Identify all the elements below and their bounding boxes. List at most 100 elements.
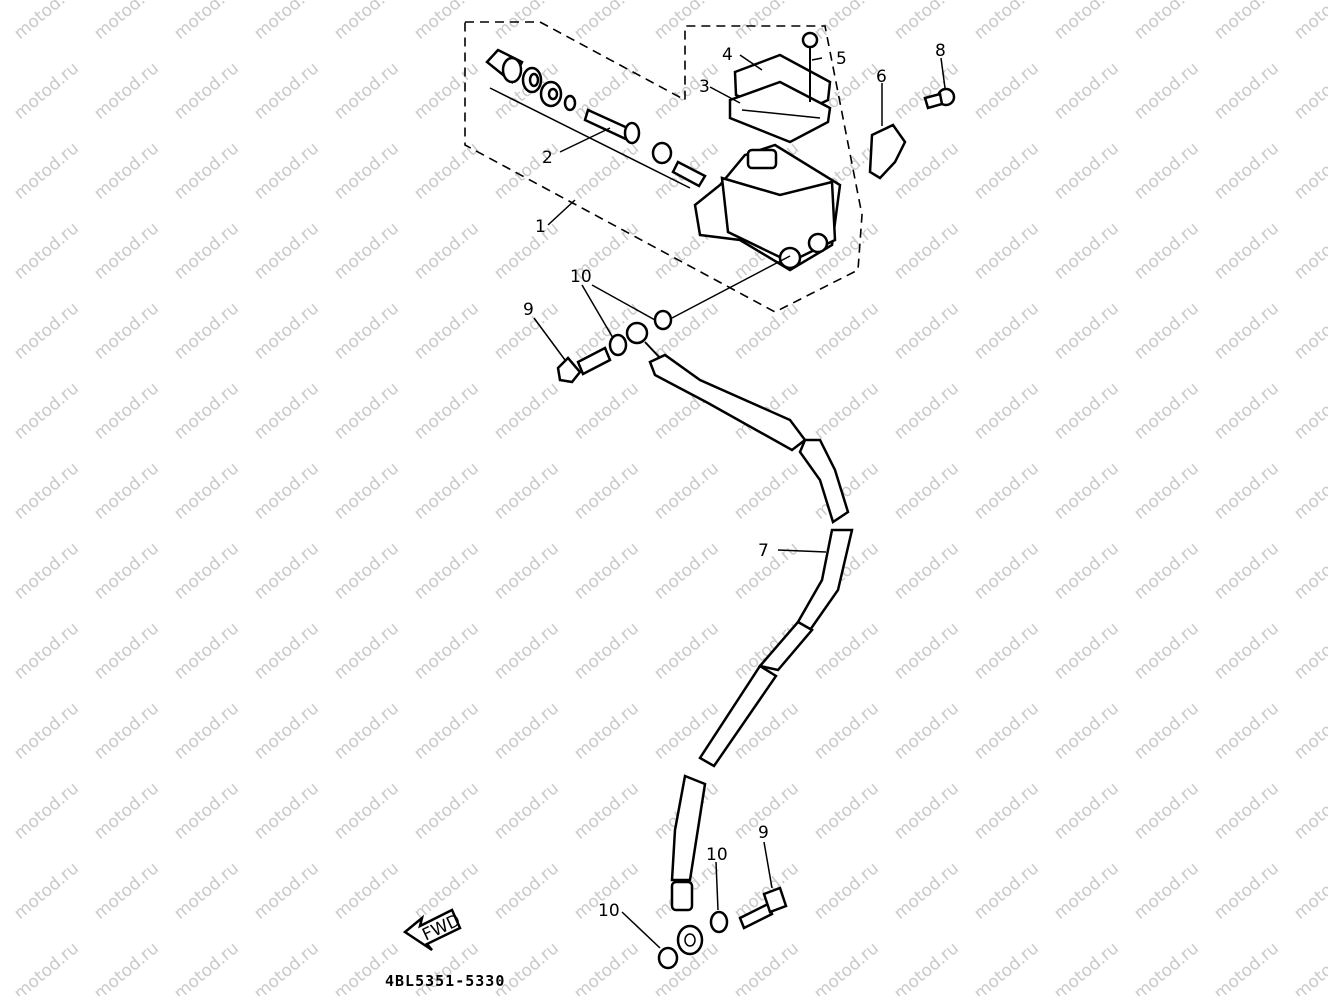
- watermark-text: motod.ru: [0, 0, 3, 44]
- watermark-text: motod.ru: [1210, 458, 1283, 523]
- watermark-text: motod.ru: [170, 58, 243, 123]
- watermark-text: motod.ru: [0, 938, 3, 996]
- watermark-text: motod.ru: [1130, 458, 1203, 523]
- watermark-text: motod.ru: [890, 538, 963, 603]
- watermark-text: motod.ru: [0, 618, 3, 683]
- watermark-text: motod.ru: [250, 0, 323, 44]
- watermark-text: motod.ru: [330, 698, 403, 763]
- watermark-text: motod.ru: [730, 0, 803, 44]
- watermark-text: motod.ru: [1290, 298, 1328, 363]
- watermark-text: motod.ru: [1290, 218, 1328, 283]
- watermark-text: motod.ru: [410, 138, 483, 203]
- watermark-text: motod.ru: [1050, 298, 1123, 363]
- watermark-text: motod.ru: [650, 538, 723, 603]
- callout-8: 8: [935, 41, 946, 61]
- watermark-text: motod.ru: [0, 218, 3, 283]
- watermark-text: motod.ru: [1050, 218, 1123, 283]
- watermark-text: motod.ru: [90, 938, 163, 996]
- watermark-text: motod.ru: [10, 698, 83, 763]
- watermark-text: motod.ru: [730, 938, 803, 996]
- callout-10-top: 10: [570, 267, 592, 287]
- watermark-text: motod.ru: [410, 58, 483, 123]
- watermark-text: motod.ru: [970, 698, 1043, 763]
- watermark-text: motod.ru: [890, 218, 963, 283]
- watermark-text: motod.ru: [1210, 0, 1283, 44]
- watermark-text: motod.ru: [10, 58, 83, 123]
- watermark-text: motod.ru: [810, 938, 883, 996]
- callout-6: 6: [876, 67, 887, 87]
- watermark-text: motod.ru: [90, 298, 163, 363]
- watermark-text: motod.ru: [490, 378, 563, 443]
- watermark-text: motod.ru: [170, 378, 243, 443]
- callout-9-top: 9: [523, 300, 534, 320]
- watermark-text: motod.ru: [330, 378, 403, 443]
- watermark-text: motod.ru: [1130, 778, 1203, 843]
- watermark-text: motod.ru: [410, 698, 483, 763]
- watermark-text: motod.ru: [330, 298, 403, 363]
- watermark-text: motod.ru: [1210, 298, 1283, 363]
- watermark-text: motod.ru: [330, 458, 403, 523]
- watermark-text: motod.ru: [490, 618, 563, 683]
- watermark-text: motod.ru: [330, 58, 403, 123]
- watermark-text: motod.ru: [0, 138, 3, 203]
- watermark-text: motod.ru: [250, 298, 323, 363]
- watermark-text: motod.ru: [250, 218, 323, 283]
- watermark-text: motod.ru: [0, 858, 3, 923]
- watermark-text: motod.ru: [90, 858, 163, 923]
- watermark-text: motod.ru: [1210, 938, 1283, 996]
- watermark-text: motod.ru: [1210, 218, 1283, 283]
- watermark-text: motod.ru: [970, 778, 1043, 843]
- watermark-text: motod.ru: [10, 858, 83, 923]
- watermark-text: motod.ru: [250, 778, 323, 843]
- watermark-text: motod.ru: [0, 778, 3, 843]
- watermark-text: motod.ru: [410, 298, 483, 363]
- watermark-text: motod.ru: [250, 458, 323, 523]
- watermark-text: motod.ru: [890, 458, 963, 523]
- watermark-text: motod.ru: [1210, 58, 1283, 123]
- watermark-text: motod.ru: [490, 698, 563, 763]
- watermark-text: motod.ru: [10, 378, 83, 443]
- watermark-text: motod.ru: [1210, 138, 1283, 203]
- watermark-text: motod.ru: [90, 618, 163, 683]
- callout-10-mid: 10: [706, 845, 728, 865]
- watermark-text: motod.ru: [1290, 538, 1328, 603]
- watermark-text: motod.ru: [90, 778, 163, 843]
- watermark-text: motod.ru: [90, 0, 163, 44]
- callout-7: 7: [758, 541, 769, 561]
- watermark-text: motod.ru: [250, 618, 323, 683]
- watermark-text: motod.ru: [0, 298, 3, 363]
- watermark-text: motod.ru: [170, 938, 243, 996]
- watermark-text: motod.ru: [170, 618, 243, 683]
- callout-10-bottom: 10: [598, 901, 620, 921]
- watermark-text: motod.ru: [0, 58, 3, 123]
- watermark-text: motod.ru: [1210, 778, 1283, 843]
- watermark-text: motod.ru: [90, 698, 163, 763]
- watermark-text: motod.ru: [170, 538, 243, 603]
- union-bolt-top: [556, 346, 612, 384]
- callout-5: 5: [836, 49, 847, 69]
- copper-washer-bottom-right: [709, 910, 729, 934]
- copper-washer-bottom-left: [657, 946, 679, 970]
- watermark-text: motod.ru: [10, 618, 83, 683]
- watermark-text: motod.ru: [250, 538, 323, 603]
- watermark-text: motod.ru: [170, 698, 243, 763]
- watermark-text: motod.ru: [890, 858, 963, 923]
- watermark-text: motod.ru: [410, 778, 483, 843]
- watermark-text: motod.ru: [170, 138, 243, 203]
- reservoir-cap: [728, 53, 832, 144]
- watermark-text: motod.ru: [890, 778, 963, 843]
- watermark-text: motod.ru: [1050, 378, 1123, 443]
- callout-4: 4: [722, 45, 733, 65]
- watermark-text: motod.ru: [650, 0, 723, 44]
- watermark-text: motod.ru: [170, 458, 243, 523]
- watermark-text: motod.ru: [730, 458, 803, 523]
- watermark-text: motod.ru: [650, 458, 723, 523]
- watermark-text: motod.ru: [10, 778, 83, 843]
- copper-washer-top-left: [608, 333, 628, 357]
- watermark-text: motod.ru: [490, 778, 563, 843]
- watermark-text: motod.ru: [90, 218, 163, 283]
- watermark-text: motod.ru: [330, 138, 403, 203]
- watermark-text: motod.ru: [810, 858, 883, 923]
- watermark-text: motod.ru: [250, 858, 323, 923]
